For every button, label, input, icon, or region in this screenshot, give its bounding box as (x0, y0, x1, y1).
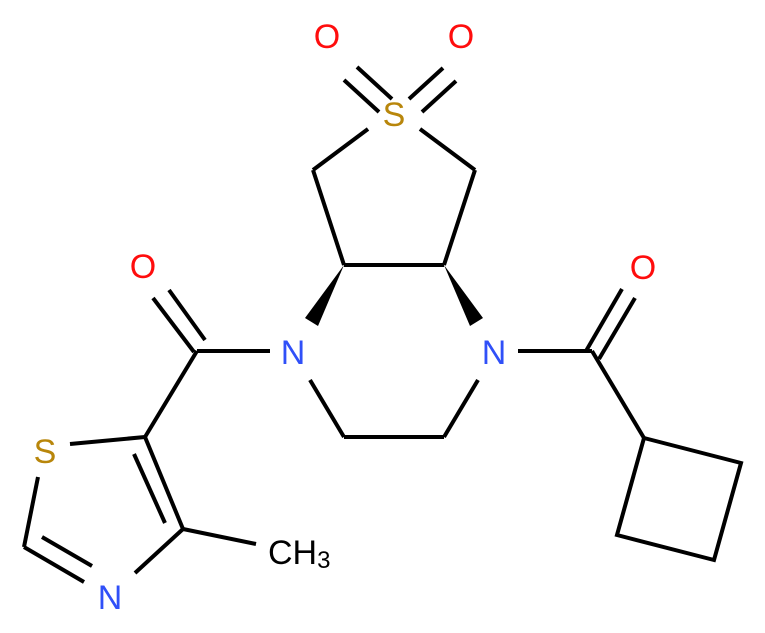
bond-ch2-c7a (442, 169, 477, 266)
atom-n-right: N (482, 334, 507, 372)
bond-ch2-n-right (442, 378, 480, 439)
atom-s-thiazole: S (34, 433, 57, 471)
wedge-bond-right (444, 265, 483, 326)
bond-s-o-right (407, 66, 458, 114)
bond-s-ch2-right (418, 127, 477, 172)
bond-carbonyl-cyclobutyl (590, 349, 646, 440)
bond-c4-c5 (132, 436, 185, 530)
cyclobutane-ring (614, 435, 744, 563)
atom-n-thiazole: N (98, 579, 123, 617)
bond-n-c4 (133, 527, 185, 575)
bond-c-o-right (584, 287, 637, 361)
bond-s-o-left (342, 65, 394, 114)
atom-methyl: CH3 (268, 534, 330, 574)
atom-n-left: N (281, 334, 306, 372)
bond-c4-methyl (182, 527, 257, 546)
atom-o-sulfone-left: O (314, 18, 340, 56)
atom-o-carbonyl-left: O (130, 248, 156, 286)
bond-ch2-c3a (311, 169, 346, 266)
bond-carbonyl-thiazole (143, 349, 199, 439)
atom-o-carbonyl-right: O (630, 249, 656, 287)
bond-n-left-ch2 (308, 378, 346, 439)
bond-s-c2 (22, 476, 40, 548)
wedge-bond-left (305, 265, 344, 326)
bond-s-ch2-left (311, 127, 370, 172)
bond-c-o-left (151, 288, 207, 354)
bond-c2-n (22, 535, 94, 584)
bond-c5-s (69, 435, 146, 446)
atom-s-sulfone: S (383, 96, 406, 134)
atom-o-sulfone-right: O (448, 18, 474, 56)
